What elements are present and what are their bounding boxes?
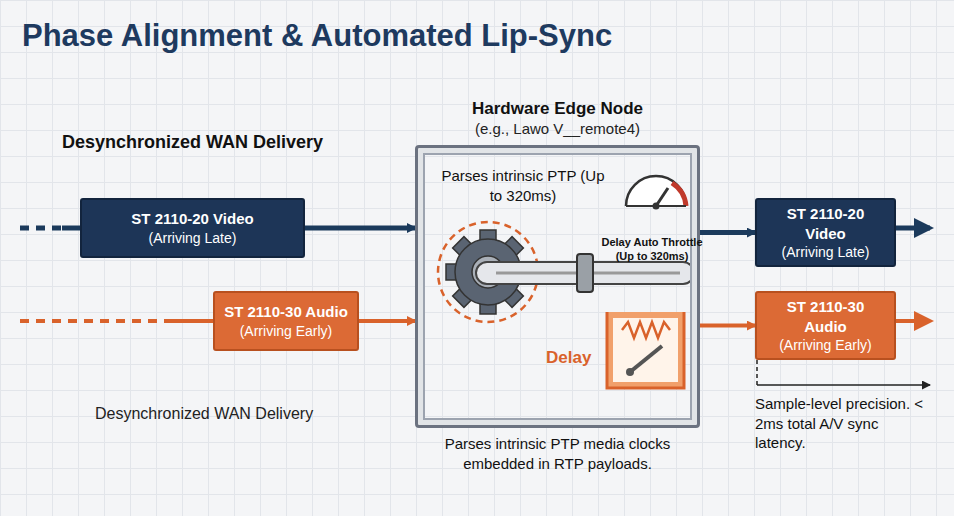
node-note: Parses intrinsic PTP (Up to 320ms) (438, 166, 608, 205)
signal-connector (700, 230, 755, 235)
slider-label: Delay Auto Throttle (Up to 320ms) (594, 236, 710, 264)
node-subheading: (e.g., Lawo V__remote4) (378, 120, 737, 137)
stream-state: (Arriving Late) (149, 229, 237, 247)
stream-state: (Arriving Early) (240, 322, 333, 340)
stream-box: ST 2110-20 Video(Arriving Late) (80, 198, 305, 258)
node-caption: Parses intrinsic PTP media clocks embedd… (425, 434, 690, 473)
section-note: Desynchronized WAN Delivery (95, 405, 355, 423)
signal-connector (359, 319, 415, 323)
stream-box: ST 2110-20 Video(Arriving Late) (755, 198, 896, 267)
edge-node-box: Hardware Edge Node(e.g., Lawo V__remote4… (415, 145, 700, 428)
stream-state: (Arriving Early) (779, 336, 872, 354)
sync-note: Sample-level precision. < 2ms total A/V … (755, 394, 925, 453)
stream-name: ST 2110-20 Video (131, 209, 253, 229)
outgoing-arrow (896, 228, 930, 321)
stream-name: ST 2110-20 Video (765, 204, 886, 243)
stream-box: ST 2110-30 Audio(Arriving Early) (213, 291, 359, 351)
node-heading: Hardware Edge Node (378, 99, 737, 119)
section-heading: Desynchronized WAN Delivery (62, 132, 362, 153)
gauge-icon (626, 176, 686, 210)
stream-name: ST 2110-30 Audio (224, 302, 348, 322)
diagram-title: Phase Alignment & Automated Lip-Sync (22, 18, 612, 54)
signal-connector (700, 324, 755, 328)
delay-label: Delay (546, 348, 604, 368)
stream-box: ST 2110-30 Audio(Arriving Early) (755, 291, 896, 360)
stream-state: (Arriving Late) (782, 243, 870, 261)
signal-connector (305, 226, 415, 231)
stream-name: ST 2110-30 Audio (765, 297, 886, 336)
spring-delay (607, 312, 684, 388)
